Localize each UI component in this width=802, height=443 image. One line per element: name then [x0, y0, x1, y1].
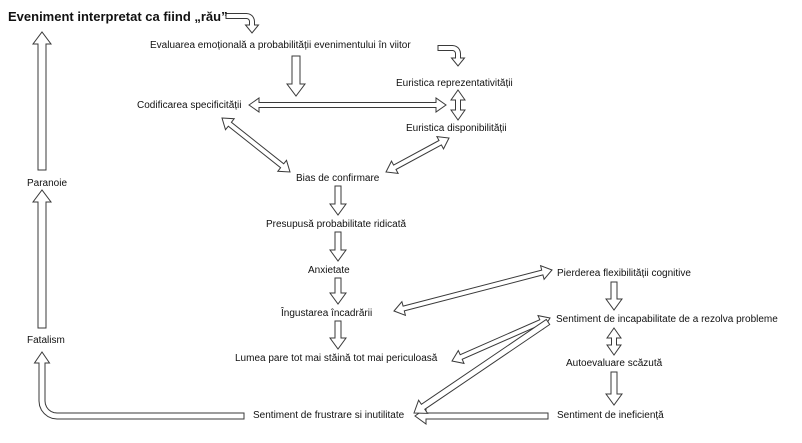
- arrow-fatalism-paranoie: [32, 189, 52, 329]
- darrow-codificarea-euristica: [248, 97, 447, 113]
- node-codificarea: Codificarea specificității: [137, 100, 242, 111]
- node-ingustarea: Îngustarea încadrării: [281, 308, 373, 319]
- node-evaluare: Evaluarea emoțională a probabilității ev…: [150, 40, 411, 51]
- darrow-bias-disponibilitate: [385, 135, 450, 175]
- arrow-pierderea-incapabilitate: [605, 281, 623, 311]
- node-autoevaluare: Autoevaluare scăzută: [566, 358, 663, 369]
- node-title: Eveniment interpretat ca fiind „rău”: [8, 9, 228, 24]
- darrow-lumea-incapabilitate: [451, 314, 551, 365]
- arrow-frustrare-fatalism: [33, 351, 245, 420]
- arrow-presupusa-anxietate: [329, 231, 347, 262]
- node-presupusa: Presupusă probabilitate ridicată: [266, 219, 407, 230]
- arrow-bias-presupusa: [329, 185, 347, 216]
- arrow-anxietate-ingustarea: [329, 277, 347, 305]
- node-fatalism: Fatalism: [27, 335, 65, 346]
- darrow-euristici: [450, 89, 466, 121]
- arrow-evaluare-down: [286, 55, 306, 97]
- darrow-ingustarea-pierderea: [393, 264, 553, 317]
- arrow-ingustarea-lumea: [329, 320, 347, 350]
- node-ineficienta: Sentiment de ineficiență: [557, 410, 664, 421]
- node-paranoie: Paranoie: [27, 178, 68, 189]
- node-sentiment-incapabilitate: Sentiment de incapabilitate de a rezolva…: [556, 314, 778, 325]
- node-euristica-disponibilitate: Euristica disponibilității: [406, 123, 507, 134]
- darrow-incapabilitate-autoevaluare: [606, 327, 622, 356]
- node-lumea: Lumea pare tot mai stăină tot mai pericu…: [235, 353, 438, 364]
- node-pierderea: Pierderea flexibilității cognitive: [557, 268, 691, 279]
- node-bias: Bias de confirmare: [296, 173, 380, 184]
- node-euristica-reprezentativitate: Euristica reprezentativității: [396, 78, 513, 89]
- arrow-ineficienta-frustrare: [414, 407, 549, 425]
- darrow-codificarea-bias: [221, 117, 291, 173]
- node-anxietate: Anxietate: [308, 265, 350, 276]
- arrow-autoevaluare-ineficienta: [605, 371, 623, 406]
- arrow-paranoie-title: [32, 31, 52, 171]
- arrow-incapabilitate-frustrare: [413, 318, 551, 414]
- hook-arrow-evaluare: [437, 45, 466, 67]
- node-frustrare: Sentiment de frustrare si inutilitate: [253, 410, 405, 421]
- hook-arrow-title: [225, 13, 260, 34]
